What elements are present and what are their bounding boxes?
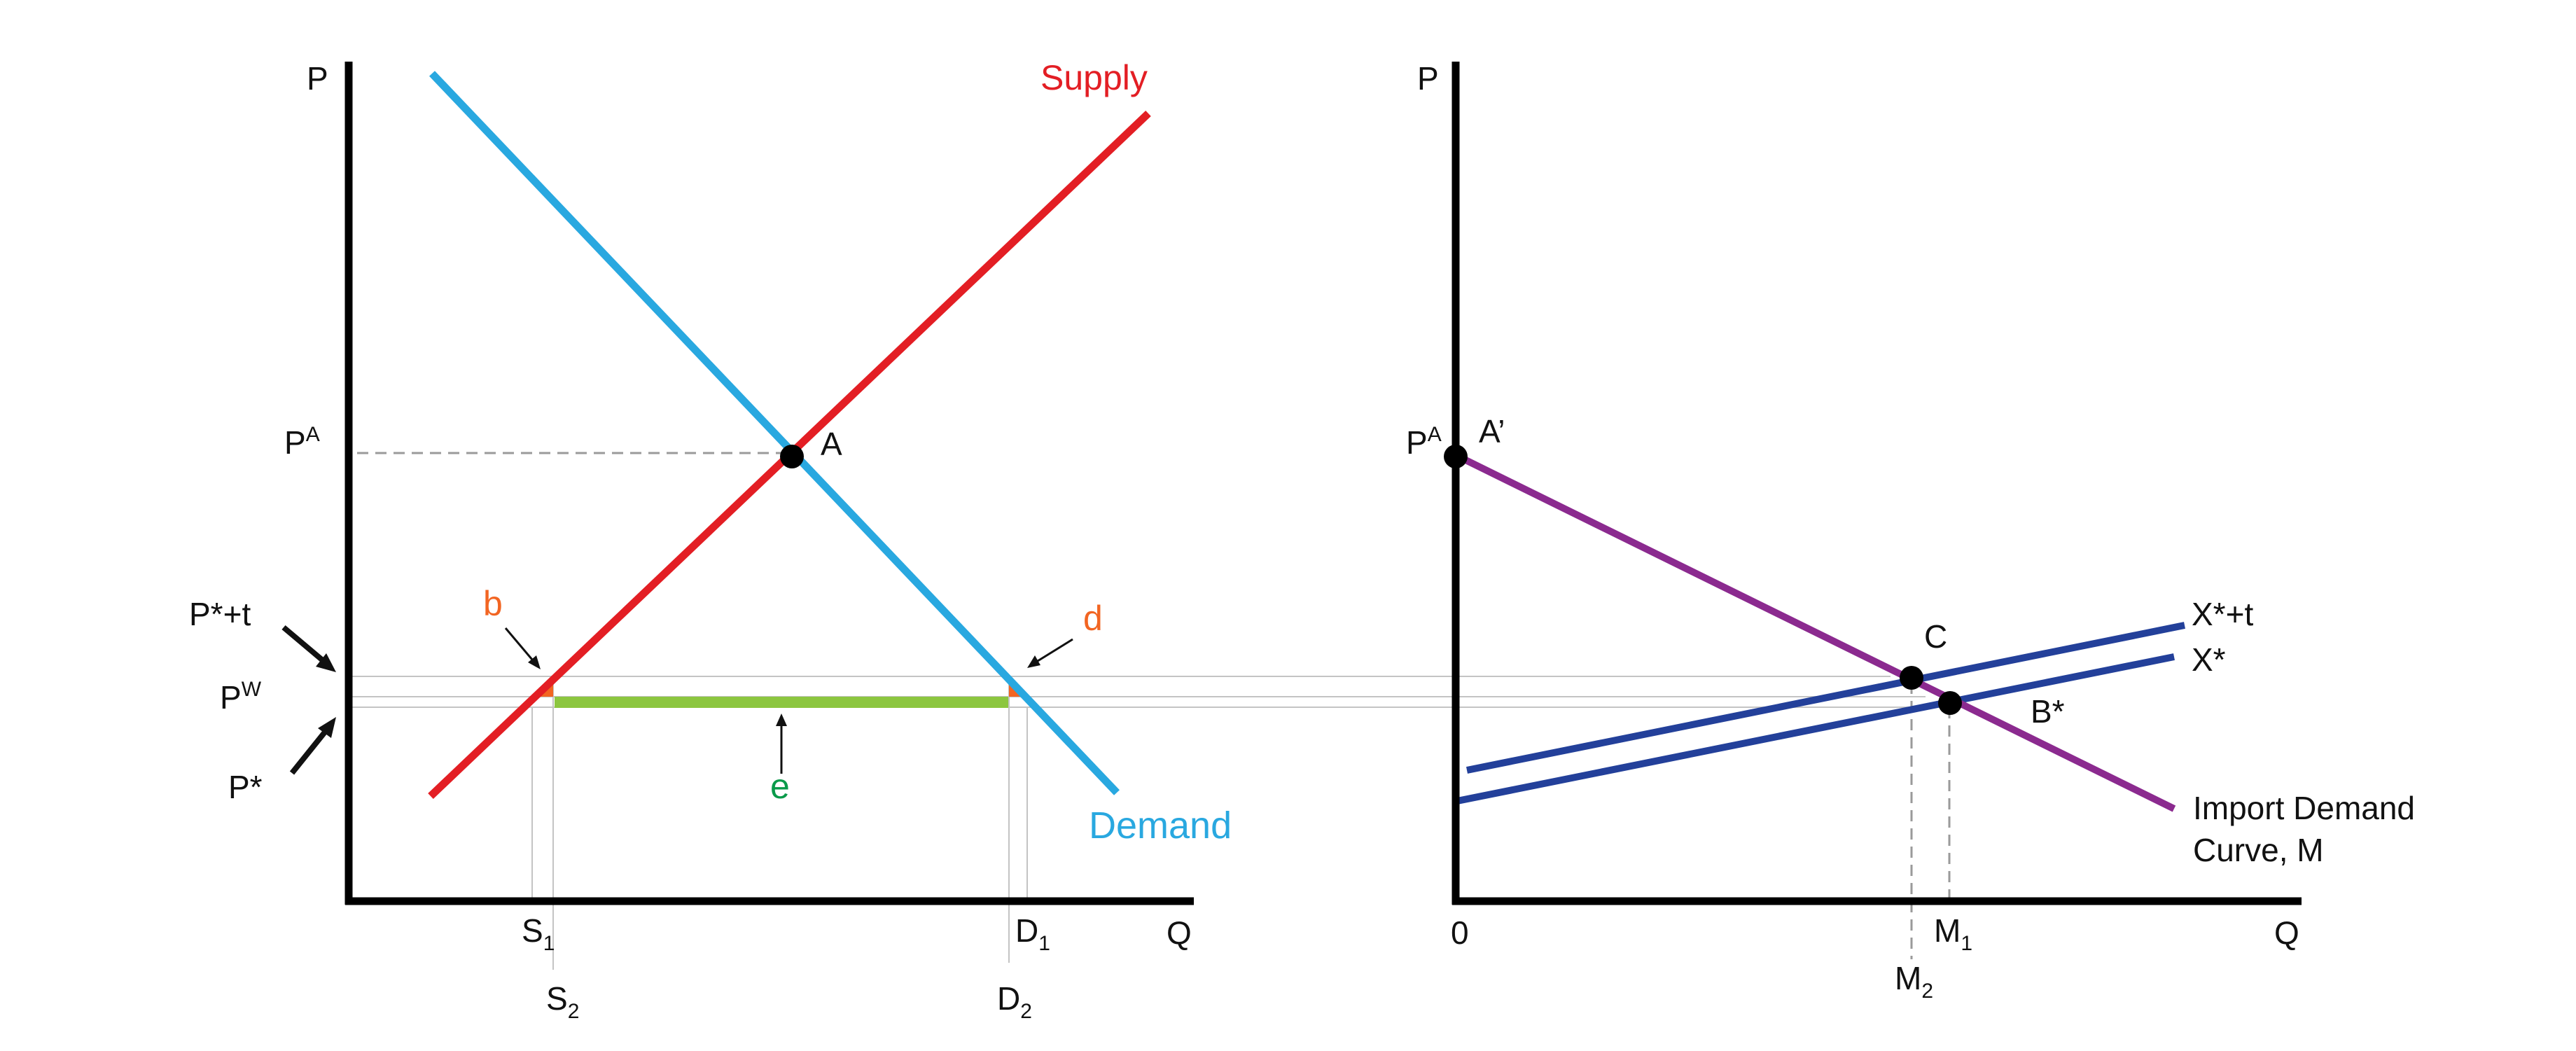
qty-d1-label: D1: [1015, 912, 1050, 955]
price-p-star-label: P*: [228, 769, 263, 805]
arrow-p-star: [289, 717, 336, 775]
right-axis-x-label: Q: [2274, 914, 2299, 951]
qty-s2-label: S2: [546, 980, 579, 1023]
point-a-prime: [1444, 445, 1468, 468]
area-d-label: d: [1083, 599, 1103, 638]
point-b-star-label: B*: [2031, 693, 2065, 730]
arrow-p-star-t: [281, 625, 336, 672]
supply-label: Supply: [1040, 58, 1148, 97]
export-supply-tariff-label: X*+t: [2192, 596, 2253, 632]
export-supply-label: X*: [2192, 641, 2226, 678]
price-pw-label: PW: [220, 678, 262, 716]
import-demand-curve: [1456, 453, 2176, 812]
price-p-star-t-label: P*+t: [189, 596, 251, 632]
arrow-e: [776, 714, 787, 774]
point-c-label: C: [1924, 618, 1947, 655]
area-b-label: b: [483, 584, 503, 623]
left-axis-x-label: Q: [1167, 914, 1192, 951]
point-c: [1900, 666, 1923, 690]
demand-label: Demand: [1089, 805, 1232, 847]
left-axis-y-label: P: [307, 60, 328, 97]
arrow-b: [504, 627, 541, 669]
point-a-label: A: [821, 426, 842, 462]
export-supply-tariff-curve: [1466, 622, 2185, 774]
right-panel: P Q 0 PA A’ C B* X*+t X* Import Demand C…: [1406, 60, 2415, 1003]
point-a-prime-label: A’: [1479, 413, 1505, 450]
right-price-pa-label: PA: [1406, 423, 1442, 461]
right-axis-y-label: P: [1417, 60, 1439, 97]
point-b-star: [1938, 691, 1962, 715]
import-demand-label-line2: Curve, M: [2193, 832, 2324, 868]
right-origin-label: 0: [1451, 914, 1469, 951]
qty-m2-label: M2: [1895, 960, 1933, 1003]
qty-d2-label: D2: [997, 980, 1032, 1023]
qty-s1-label: S1: [522, 912, 555, 955]
left-panel: P Q Supply Demand A PA PW P*+t P* b d e …: [189, 58, 1933, 1023]
import-demand-label-line1: Import Demand: [2193, 790, 2415, 826]
price-pa-label: PA: [284, 423, 320, 461]
arrow-d: [1027, 638, 1073, 668]
point-a: [780, 445, 804, 468]
area-e-label: e: [770, 767, 790, 806]
demand-curve: [429, 71, 1120, 795]
export-supply-curve: [1453, 653, 2175, 805]
qty-m1-label: M1: [1934, 912, 1972, 955]
